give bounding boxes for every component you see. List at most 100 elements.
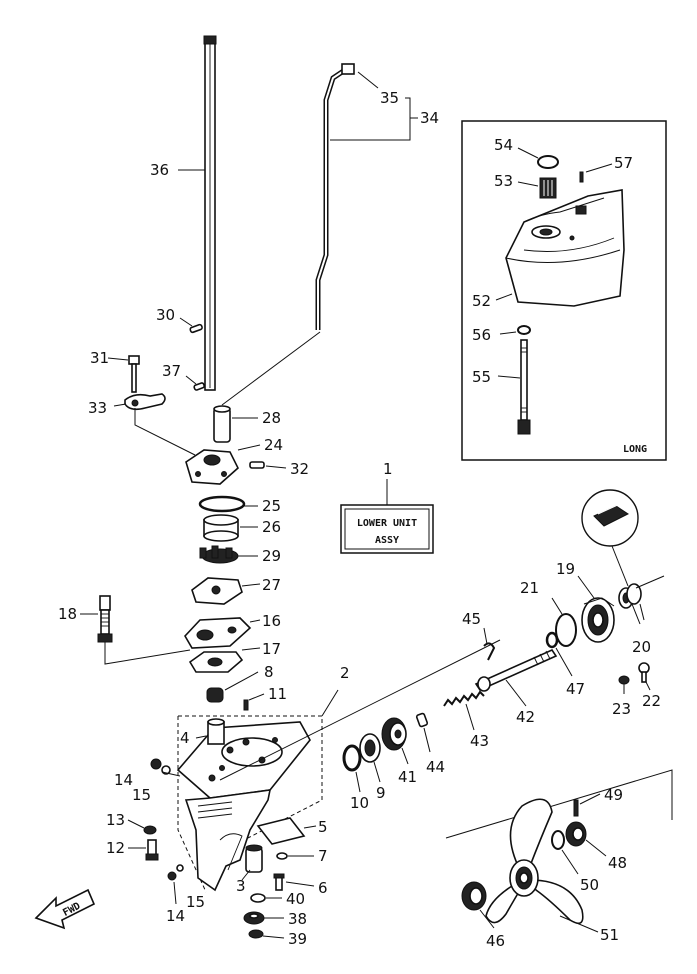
callout-56: 56 [472,326,491,344]
callout-14-lower: 14 [166,907,185,925]
nut-48 [565,821,587,847]
callout-47: 47 [566,680,585,698]
callout-55: 55 [472,368,491,386]
spring-43 [443,690,485,707]
plate-5 [256,817,306,845]
callout-14-upper: 14 [114,771,133,789]
gear-41 [381,717,407,751]
callout-1: 1 [383,460,393,478]
lower-case-2 [176,721,311,892]
washer-23 [618,675,630,685]
callout-20: 20 [632,638,651,656]
callout-22: 22 [642,692,661,710]
callout-7: 7 [318,847,328,865]
assy-title-line2: ASSY [375,535,399,546]
callout-32: 32 [290,460,309,478]
callout-52: 52 [472,292,491,310]
callout-37: 37 [162,362,181,380]
callout-12: 12 [106,839,125,857]
callout-10: 10 [350,794,369,812]
o-ring-21 [555,613,577,647]
callout-53: 53 [494,172,513,190]
callout-54: 54 [494,136,513,154]
callout-18: 18 [58,605,77,623]
callout-36: 36 [150,161,169,179]
callout-34: 34 [420,109,439,127]
pin-11 [243,699,249,711]
drive-shaft [203,35,217,391]
washer-47 [545,631,559,649]
lower-case-group-outline [178,715,323,841]
pin-44 [415,712,429,728]
bearing-53 [539,177,557,199]
callout-6: 6 [318,879,328,897]
outer-plate-27 [191,577,243,605]
callout-30: 30 [156,306,175,324]
callout-48: 48 [608,854,627,872]
callout-42: 42 [516,708,535,726]
callout-57: 57 [614,154,633,172]
fwd-arrow: FWD [34,888,96,930]
screw-14-lower [167,871,177,881]
anode-3 [245,844,263,873]
washer-13 [143,825,157,835]
callout-28: 28 [262,409,281,427]
screw-14-upper [150,758,162,770]
long-shaft-inset: LONG 54 53 57 52 [461,120,667,461]
callout-41: 41 [398,768,417,786]
callout-44: 44 [426,758,445,776]
clip-45 [483,642,496,661]
spacer-46 [461,881,487,911]
bearing-housing-19 [581,597,615,643]
water-pump-housing-24 [185,449,239,485]
washer-56 [517,325,531,335]
bolt-6 [273,873,285,891]
callout-8: 8 [264,663,274,681]
callout-35: 35 [380,89,399,107]
seal-detail-circle [581,489,639,547]
o-ring-25 [198,495,246,513]
impeller-29 [199,545,239,564]
inset-label: LONG [623,444,647,455]
callout-33: 33 [88,399,107,417]
callout-25: 25 [262,497,281,515]
callout-23: 23 [612,700,631,718]
callout-13: 13 [106,811,125,829]
gasket-16 [184,617,252,649]
cotter-pin-49 [573,799,579,817]
callout-29: 29 [262,547,281,565]
bolt-31 [128,355,140,393]
shift-rod [315,63,355,330]
stud-55 [517,339,531,435]
plate-17 [188,651,244,673]
extension-52 [505,189,625,307]
bearing-9 [359,733,381,763]
bracket-33 [124,393,166,411]
washer-50 [551,830,565,850]
pin-57 [579,171,584,183]
callout-45: 45 [462,610,481,628]
washer-7 [276,852,288,860]
pin-37 [193,382,205,391]
callout-16: 16 [262,612,281,630]
washer-40 [250,893,266,903]
assy-label-box: LOWER UNIT ASSY [340,504,434,554]
part-38 [243,911,265,925]
seal-54 [537,155,559,169]
seals-20 [618,583,642,609]
callout-26: 26 [262,518,281,536]
callout-40: 40 [286,890,305,908]
washer-15-lower [176,864,184,872]
callout-3: 3 [236,877,246,895]
callout-17: 17 [262,640,281,658]
callout-50: 50 [580,876,599,894]
bolt-22 [638,662,650,683]
callout-9: 9 [376,784,386,802]
washer-10 [342,744,362,772]
callout-2: 2 [340,664,350,682]
callout-43: 43 [470,732,489,750]
sleeve-28 [213,405,231,443]
callout-38: 38 [288,910,307,928]
water-pipe-18 [97,595,113,643]
